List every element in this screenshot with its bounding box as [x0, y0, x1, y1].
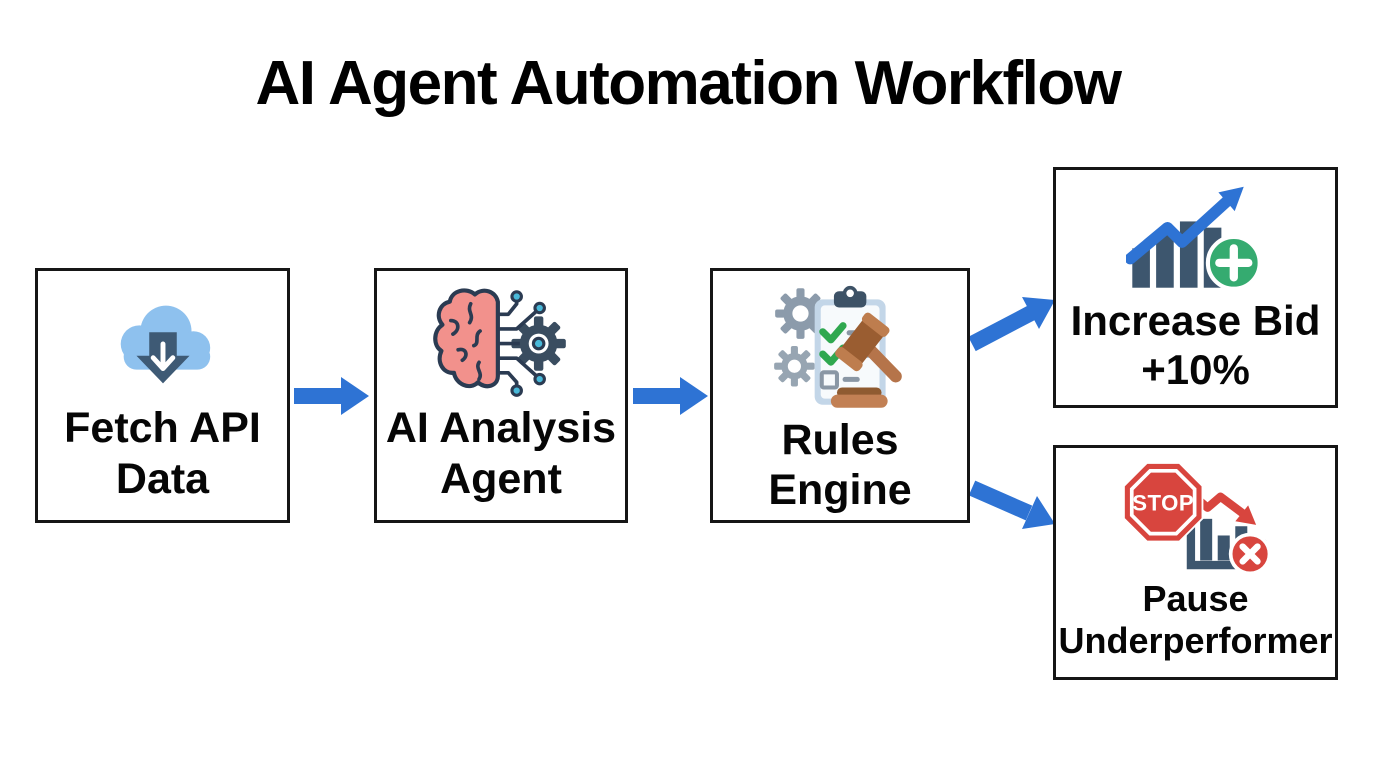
- stop-sign-text: STOP: [1132, 491, 1194, 516]
- download-arrow-glyph: [150, 341, 175, 372]
- stop-sign: STOP: [1122, 462, 1203, 543]
- brain-shape: [433, 288, 500, 388]
- bar-chart-increase-plus-icon-svg: [1125, 186, 1262, 291]
- cancel-badge: [1228, 532, 1271, 576]
- stop-sign-declining-chart-icon: STOP: [1056, 448, 1335, 578]
- edge-agent-to-rules: [633, 377, 708, 415]
- edge-rules-to-increase: [968, 297, 1055, 352]
- page-title: AI Agent Automation Workflow: [255, 49, 1122, 118]
- checklist-gears-gavel-icon-svg: [774, 285, 902, 408]
- edge-rules-to-pause: [968, 480, 1055, 529]
- node-label: Pause Underperformer: [1058, 578, 1333, 662]
- plus-badge: [1205, 234, 1262, 291]
- node-label: Increase Bid +10%: [1070, 297, 1321, 394]
- stop-sign-declining-chart-icon-svg: STOP: [1122, 462, 1271, 576]
- brain-folds: [448, 301, 483, 381]
- node-increase-bid: Increase Bid +10%: [1053, 167, 1338, 408]
- gear-large: [775, 288, 826, 339]
- gear-small: [774, 345, 815, 387]
- node-label: AI Analysis Agent: [385, 404, 617, 503]
- node-label: Fetch API Data: [64, 404, 261, 503]
- circuit-nodes: [510, 289, 546, 397]
- node-fetch-api-data: Fetch API Data: [35, 268, 290, 523]
- cloud-download-icon-svg: [120, 305, 210, 384]
- circuit-traces: [497, 300, 538, 387]
- checklist-gears-gavel-icon: [713, 271, 967, 415]
- node-rules-engine: Rules Engine: [710, 268, 970, 523]
- bar-chart-increase-plus-icon: [1056, 170, 1335, 296]
- node-ai-analysis-agent: AI Analysis Agent: [374, 268, 628, 523]
- brain-circuit-gear-icon-svg: [433, 288, 566, 397]
- edge-fetch-to-agent: [294, 377, 369, 415]
- trend-arrow-up: [1125, 186, 1244, 265]
- brain-circuit-gear-icon: [377, 271, 625, 403]
- cloud-download-icon: [38, 271, 287, 403]
- node-label: Rules Engine: [768, 416, 912, 515]
- node-pause-underperformer: STOP Pause Underperformer: [1053, 445, 1338, 680]
- gavel: [830, 312, 902, 408]
